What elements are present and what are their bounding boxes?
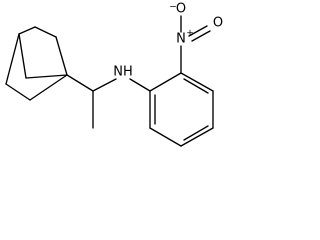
nitro-o-top-label: O − (169, 2, 186, 17)
bond (92, 78, 117, 92)
double-bond (183, 125, 209, 141)
bond (5, 83, 31, 101)
bond (25, 74, 68, 79)
bond (188, 25, 208, 37)
bond (149, 72, 182, 92)
bond (149, 127, 182, 147)
ethyl-linker (66, 74, 151, 129)
bond (180, 72, 214, 92)
nitro-group (180, 15, 211, 74)
nitro-o-right-label: O (213, 16, 223, 31)
bond (180, 127, 214, 147)
bond (29, 74, 68, 101)
amine-atom: NH (113, 65, 133, 80)
chemical-structure: NH N + O − O (5, 2, 223, 147)
amine-label: NH (113, 65, 133, 80)
bond (129, 78, 151, 92)
nitro-o-top-atom: O (176, 2, 186, 17)
nitro-n-charge: + (186, 29, 194, 39)
double-bond (191, 30, 211, 42)
nitro-o-top-charge: − (169, 3, 177, 13)
benzene-ring (149, 72, 214, 147)
bond (5, 33, 20, 85)
norbornane-ring (5, 26, 68, 101)
bond (18, 26, 36, 35)
bond (34, 26, 57, 38)
bond (18, 33, 27, 79)
bond (66, 74, 94, 92)
bond (55, 36, 68, 76)
nitro-n-atom: N (176, 32, 186, 47)
double-bond (183, 78, 209, 94)
nitro-n-label: N + (176, 29, 194, 47)
nitro-o-right-atom: O (213, 16, 223, 31)
